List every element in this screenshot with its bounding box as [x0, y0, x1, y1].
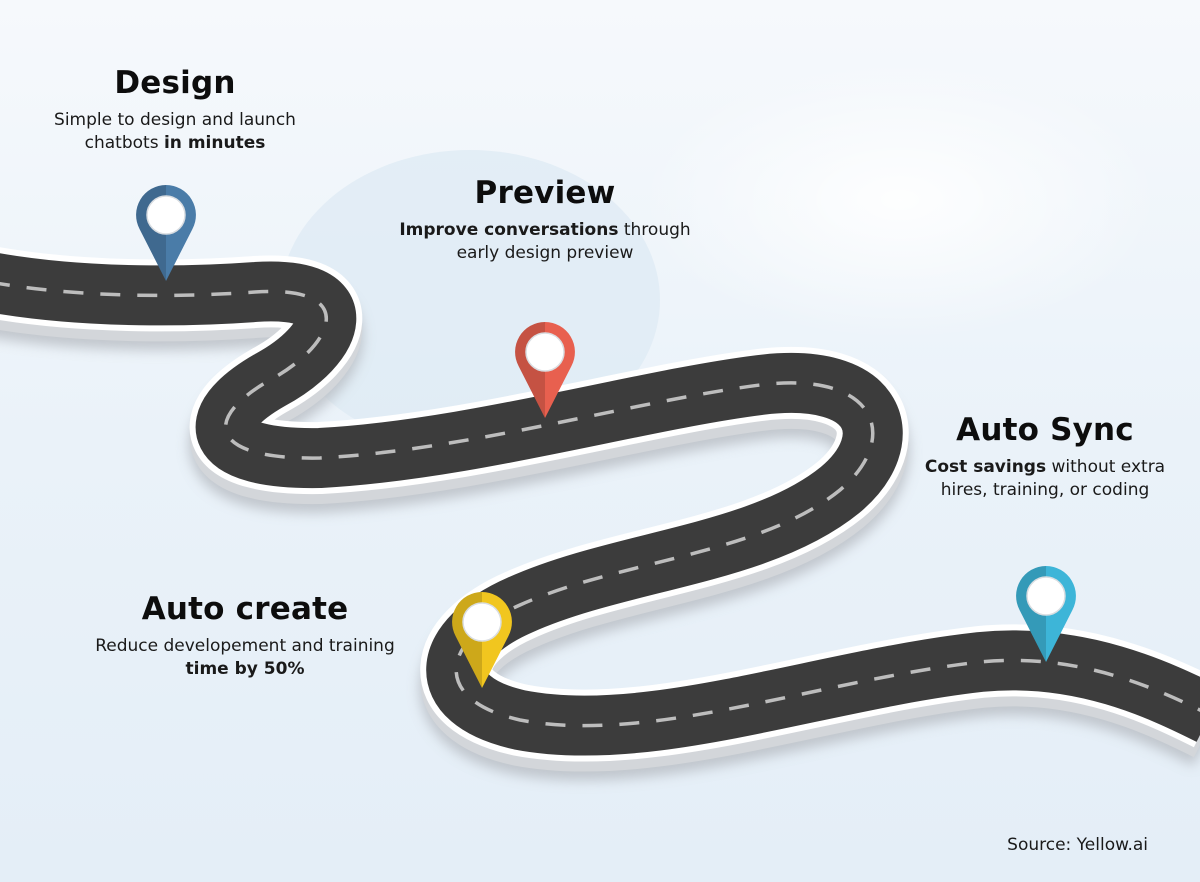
- source-credit: Source: Yellow.ai: [1007, 835, 1148, 855]
- milestone-description: Cost savings without extra hires, traini…: [924, 457, 1166, 501]
- milestone-title: Design: [114, 65, 236, 101]
- pin-center: [146, 195, 186, 235]
- milestone-title: Auto Sync: [956, 412, 1134, 448]
- milestone-description: Improve conversations through early desi…: [399, 220, 691, 264]
- milestone-description: Simple to design and launch chatbots in …: [54, 110, 296, 154]
- map-pin-icon: [136, 185, 196, 281]
- pin-center: [525, 332, 565, 372]
- lane-marking: [0, 281, 1200, 728]
- milestone-auto-sync: Auto Sync Cost savings without extra hir…: [915, 413, 1175, 502]
- milestone-auto-create: Auto create Reduce developement and trai…: [95, 592, 395, 681]
- milestone-title: Auto create: [141, 591, 349, 627]
- background-glow: [640, 60, 1160, 340]
- winding-road: [0, 247, 1200, 781]
- pin-center: [1026, 576, 1066, 616]
- milestone-title: Preview: [474, 175, 616, 211]
- milestone-description: Reduce developement and training time by…: [95, 636, 395, 680]
- map-pin-icon: [1016, 566, 1076, 662]
- pin-center: [462, 602, 502, 642]
- milestone-design: Design Simple to design and launch chatb…: [20, 66, 330, 155]
- map-pin-icon: [515, 322, 575, 418]
- milestone-preview: Preview Improve conversations through ea…: [380, 176, 710, 265]
- map-pin-icon: [452, 592, 512, 688]
